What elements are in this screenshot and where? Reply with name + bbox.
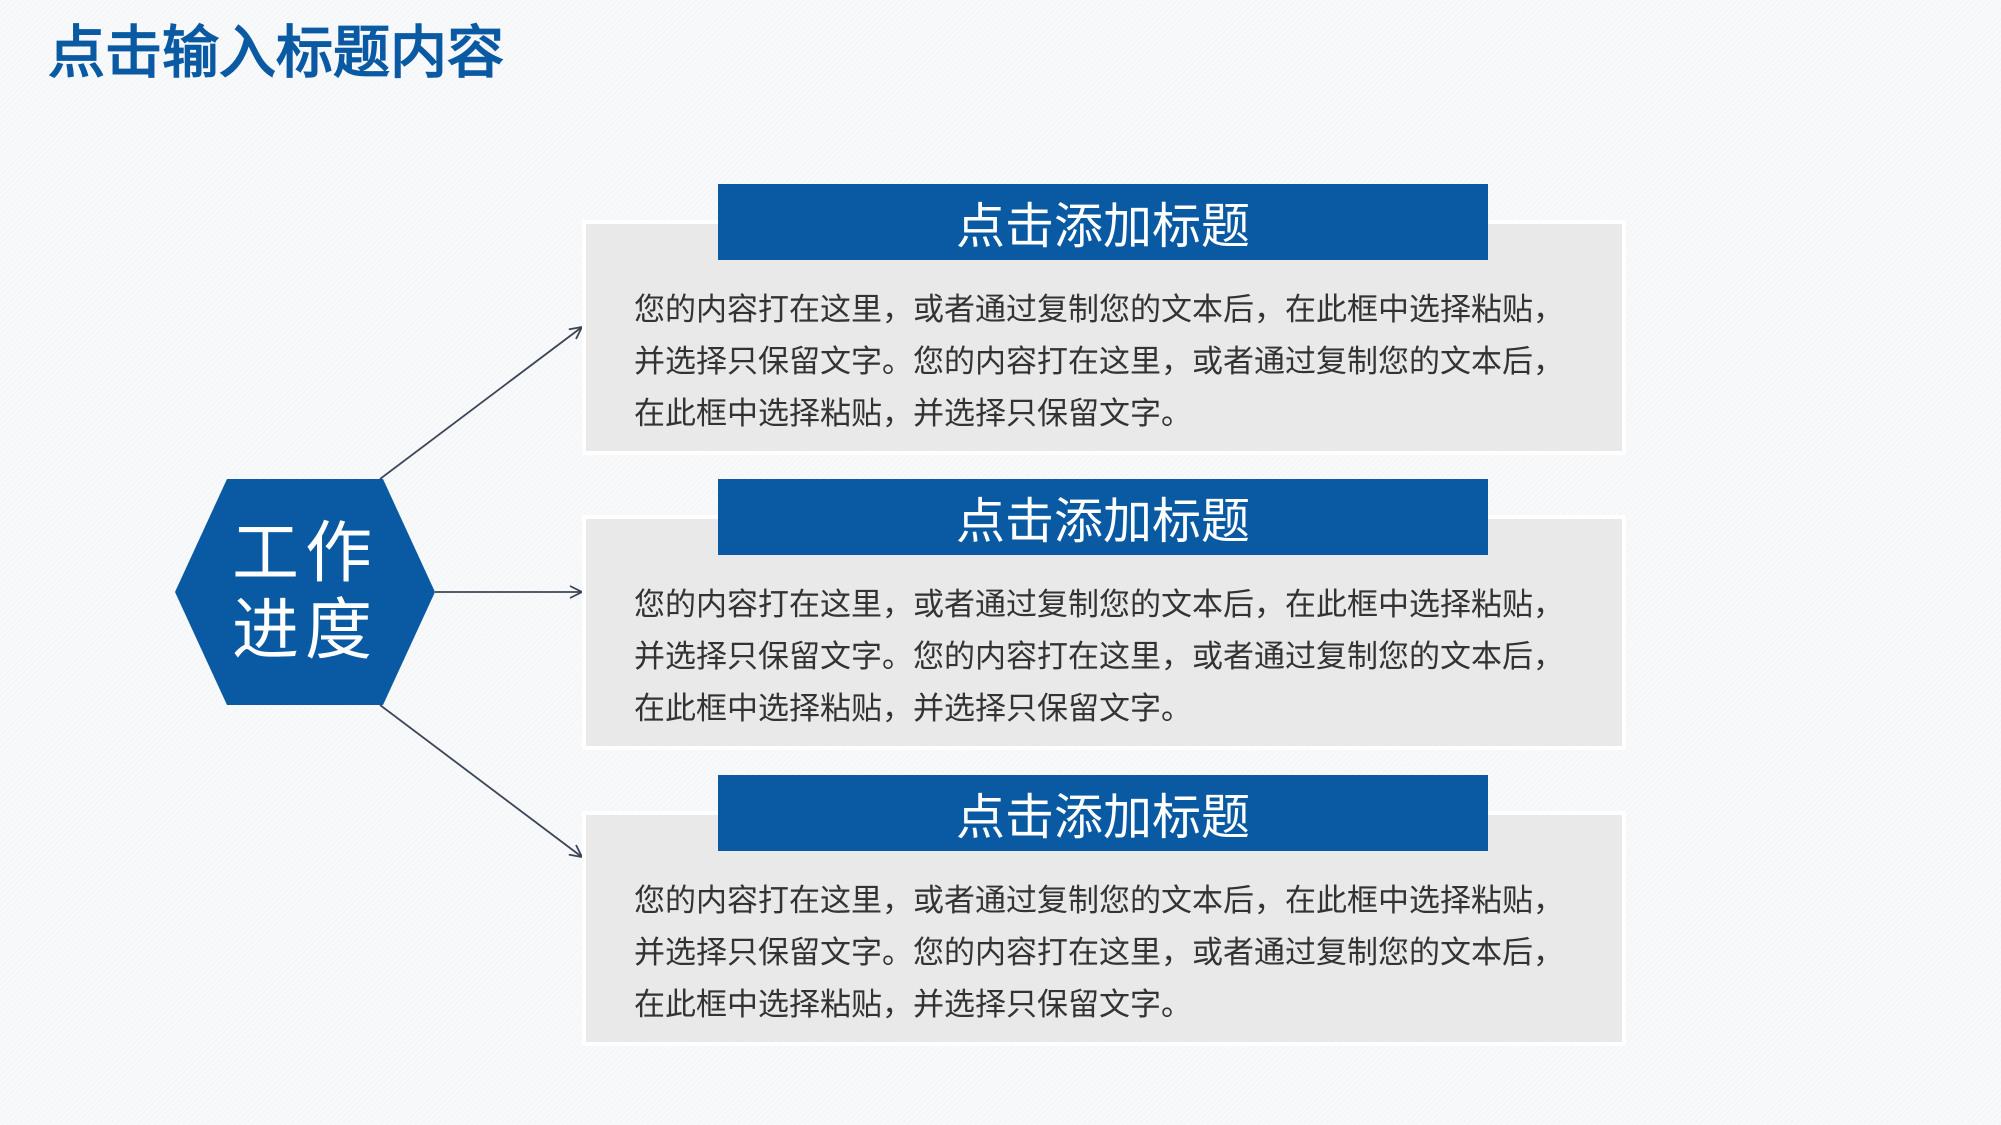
card-title-2[interactable]: 点击添加标题 (718, 479, 1488, 555)
center-label-line2: 进度 (232, 591, 378, 669)
page-title[interactable]: 点击输入标题内容 (48, 20, 504, 86)
card-body-text[interactable]: 您的内容打在这里，或者通过复制您的文本后，在此框中选择粘贴，并选择只保留文字。您… (634, 292, 1564, 432)
card-title-3[interactable]: 点击添加标题 (718, 775, 1488, 851)
arrow-icon (379, 704, 582, 857)
card-title-1[interactable]: 点击添加标题 (718, 184, 1488, 260)
center-hexagon[interactable]: 工作 进度 (175, 479, 435, 705)
arrow-icon (379, 327, 582, 480)
card-body-text[interactable]: 您的内容打在这里，或者通过复制您的文本后，在此框中选择粘贴，并选择只保留文字。您… (634, 587, 1564, 727)
card-body-text[interactable]: 您的内容打在这里，或者通过复制您的文本后，在此框中选择粘贴，并选择只保留文字。您… (634, 883, 1564, 1023)
center-label-line1: 工作 (232, 513, 378, 592)
